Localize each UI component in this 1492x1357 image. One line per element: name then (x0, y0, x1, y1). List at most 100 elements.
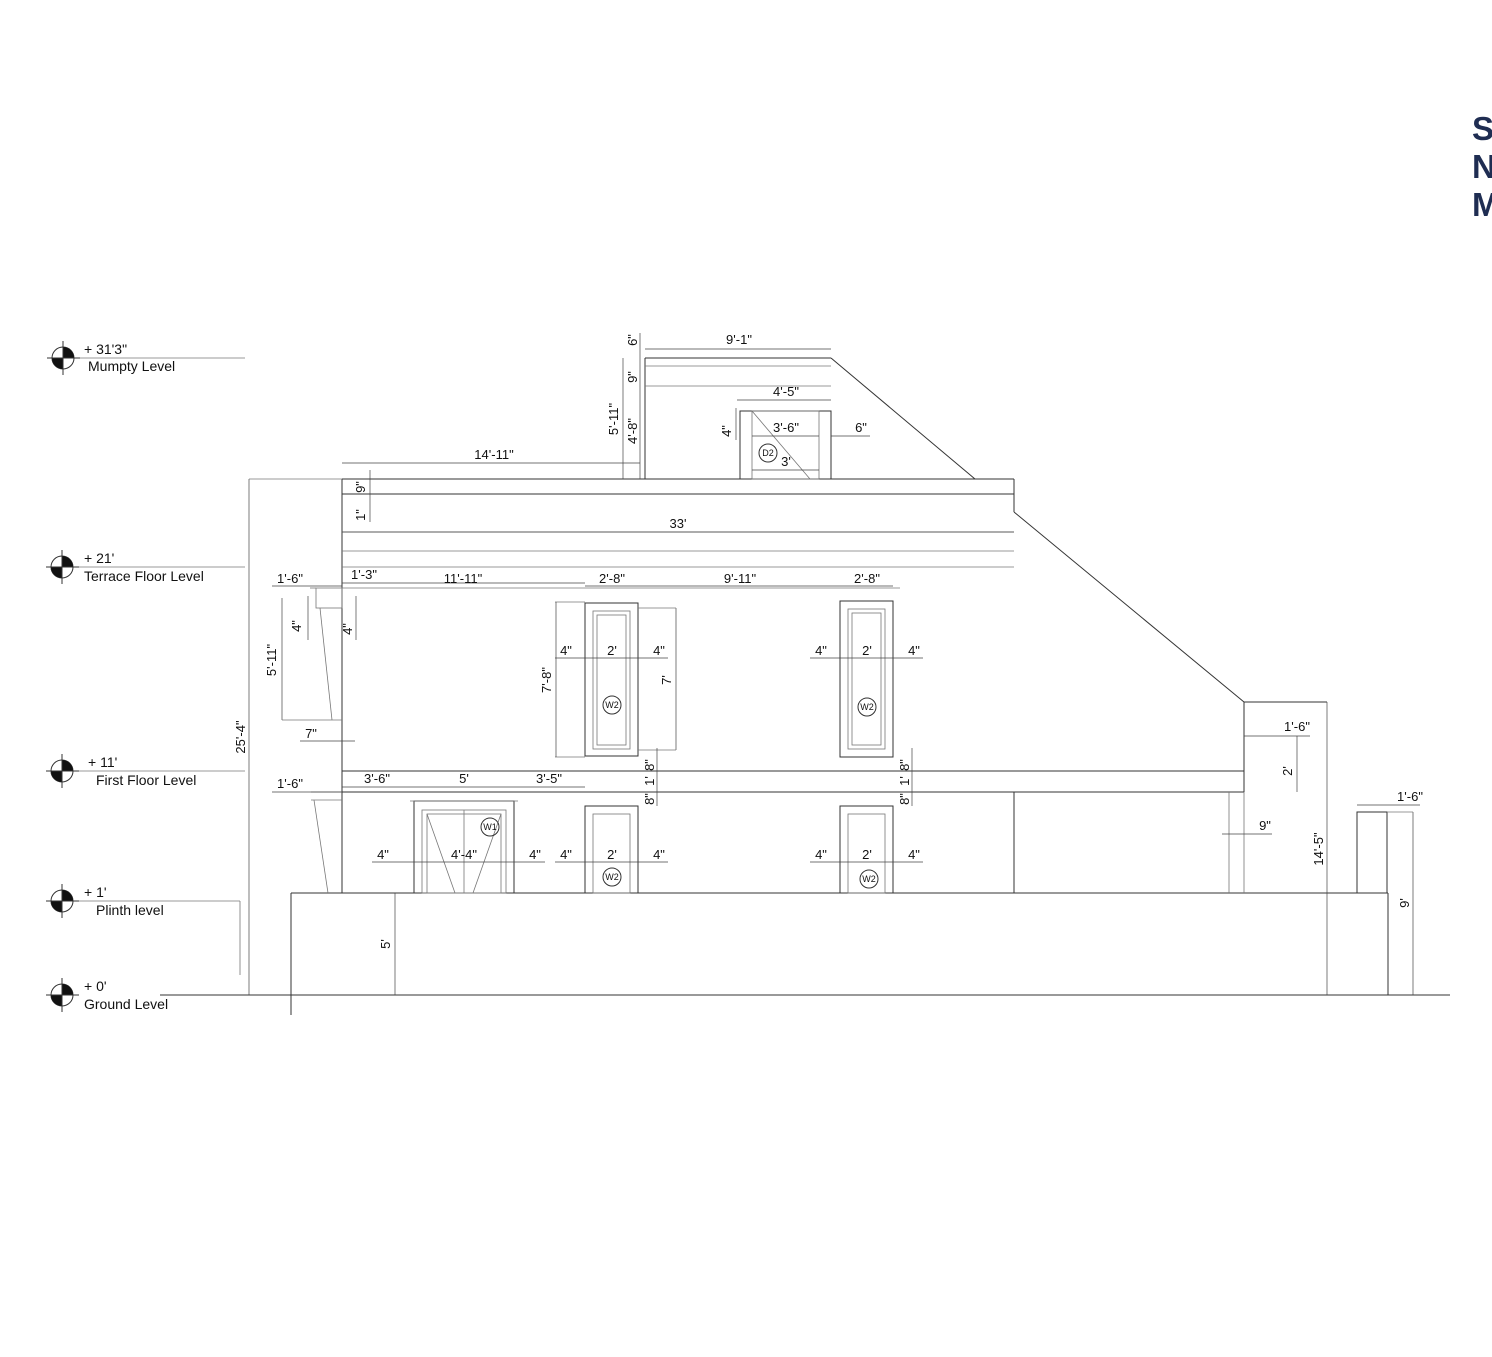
dim-w2-side-b2: 4" (908, 643, 920, 658)
dim-wall-height: 9' (1397, 898, 1412, 908)
dim-w2-sill-a1: 8" (642, 759, 657, 771)
dim-chajja-drop-b: 4" (340, 623, 355, 635)
title-letter-2: N (1472, 148, 1492, 185)
tag-w2-lower-right: W2 (859, 869, 879, 889)
tag-label: W2 (862, 874, 876, 884)
dim-w1-side1: 4" (377, 847, 389, 862)
dim-mumpty-band: 9" (625, 371, 640, 383)
ground-and-plinth (160, 892, 1450, 1015)
level-elevation: + 0' (84, 978, 107, 994)
window-w2-lower-left (584, 805, 639, 894)
dim-gw-side-a2: 4" (653, 847, 665, 862)
tag-w2-lower-left: W2 (602, 867, 622, 887)
dim-ff-sunshade: 1'-6" (277, 776, 303, 791)
dim-terrace-to-w2: 11'-11" (444, 571, 483, 586)
level-marker-first-floor: + 11' First Floor Level (46, 754, 245, 788)
dim-wall-top: 1'-6" (1397, 789, 1423, 804)
dim-w1-side2: 4" (529, 847, 541, 862)
window-w2-lower-right (839, 805, 894, 894)
sheet-title-fragment: S N M (1472, 110, 1492, 224)
level-elevation: + 11' (88, 754, 117, 770)
dim-w2-width-b: 2' (862, 643, 872, 658)
building-outline (341, 478, 1388, 894)
dim-right-height: 14'-5" (1311, 832, 1326, 866)
dim-mumpty-height: 5'-11" (606, 403, 621, 436)
tag-w2-upper-right: W2 (857, 697, 877, 717)
dim-w2-side-a1: 4" (560, 643, 572, 658)
dim-gw-side-b1: 4" (815, 847, 827, 862)
level-name: Terrace Floor Level (84, 568, 204, 584)
level-elevation: + 21' (84, 550, 114, 566)
dim-slab-gap: 1" (353, 509, 368, 521)
dim-w2-height: 7'-8" (539, 667, 554, 693)
window-w2-upper-right (839, 600, 894, 758)
dim-terrace-offset: 1'-3" (351, 567, 377, 582)
level-marker-ground: + 0' Ground Level (46, 978, 168, 1012)
level-elevation: + 1' (84, 884, 107, 900)
mumpty-structure (644, 357, 976, 480)
dim-w2-sill-b3: 8" (897, 793, 912, 805)
dim-overall-height: 25'-4" (233, 720, 248, 754)
dim-w1-width: 4'-4" (451, 847, 477, 862)
tag-label: W1 (483, 822, 497, 832)
dim-building-length: 33' (670, 516, 687, 531)
dim-door-side: 6" (855, 420, 867, 435)
dim-w2-sill-b2: 1' (897, 776, 912, 786)
dim-w2-between: 9'-11" (724, 571, 757, 586)
level-name: First Floor Level (96, 772, 196, 788)
tag-d2: D2 (758, 443, 778, 463)
tag-label: W2 (605, 700, 619, 710)
dim-gw-width-a: 2' (607, 847, 617, 862)
dim-w2-frame-b: 2'-8" (854, 571, 880, 586)
dim-roof-left: 14'-11" (474, 447, 514, 462)
dim-ff-seg3: 3'-5" (536, 771, 562, 786)
dim-ff-seg2: 5' (459, 771, 469, 786)
tag-label: W2 (605, 872, 619, 882)
dim-right-gap: 9" (1259, 818, 1271, 833)
dim-left-wall-height: 5'-11" (264, 644, 279, 677)
level-marker-plinth: + 1' Plinth level (46, 884, 241, 975)
level-name: Mumpty Level (88, 358, 175, 374)
dimension-lines (248, 333, 1420, 995)
level-elevation: + 31'3" (84, 341, 127, 357)
dim-terrace-sunshade: 1'-6" (277, 571, 303, 586)
dim-w2-side-a2: 4" (653, 643, 665, 658)
tag-w1: W1 (480, 817, 500, 837)
level-marker-terrace: + 21' Terrace Floor Level (46, 550, 245, 584)
tag-w2-upper-left: W2 (602, 695, 622, 715)
dim-w2-side-b1: 4" (815, 643, 827, 658)
dim-door-inner: 3' (781, 454, 791, 469)
dim-mumpty-width: 9'-1" (726, 332, 752, 347)
window-w2-upper-left (555, 601, 639, 758)
dim-plinth-height: 5' (378, 939, 393, 949)
dim-slab-band: 9" (353, 481, 368, 493)
level-name: Plinth level (96, 902, 164, 918)
tag-label: W2 (860, 702, 874, 712)
dim-gw-width-b: 2' (862, 847, 872, 862)
dim-w2-frame-a: 2'-8" (599, 571, 625, 586)
window-w1-door (410, 800, 518, 894)
dim-door-opening: 4'-8" (625, 418, 640, 444)
dim-w2-inner-height: 7' (659, 675, 674, 685)
dim-left-base: 7" (305, 726, 317, 741)
dim-gw-side-b2: 4" (908, 847, 920, 862)
dim-chajja-drop-a: 4" (289, 620, 304, 632)
level-name: Ground Level (84, 996, 168, 1012)
dim-door-head: 4" (719, 425, 734, 437)
dim-door-width: 3'-6" (773, 420, 799, 435)
dim-ff-seg1: 3'-6" (364, 771, 390, 786)
dim-mumpty-parapet: 6" (625, 334, 640, 346)
dim-w2-sill-a3: 8" (642, 793, 657, 805)
title-letter-3: M (1472, 186, 1492, 223)
dim-w2-sill-a2: 1' (642, 776, 657, 786)
dim-right-band: 2' (1280, 766, 1295, 776)
dim-w2-sill-b1: 8" (897, 759, 912, 771)
title-letter-1: S (1472, 110, 1492, 147)
dim-right-overhang: 1'-6" (1284, 719, 1310, 734)
dim-gw-side-a1: 4" (560, 847, 572, 862)
tag-label: D2 (762, 448, 774, 458)
dimension-labels: 9'-1" 6" 9" 5'-11" 4'-8" 4'-5" 3'-6" 4" … (233, 332, 1423, 949)
level-marker-mumpty: + 31'3" Mumpty Level (47, 341, 245, 375)
dim-w2-width-a: 2' (607, 643, 617, 658)
